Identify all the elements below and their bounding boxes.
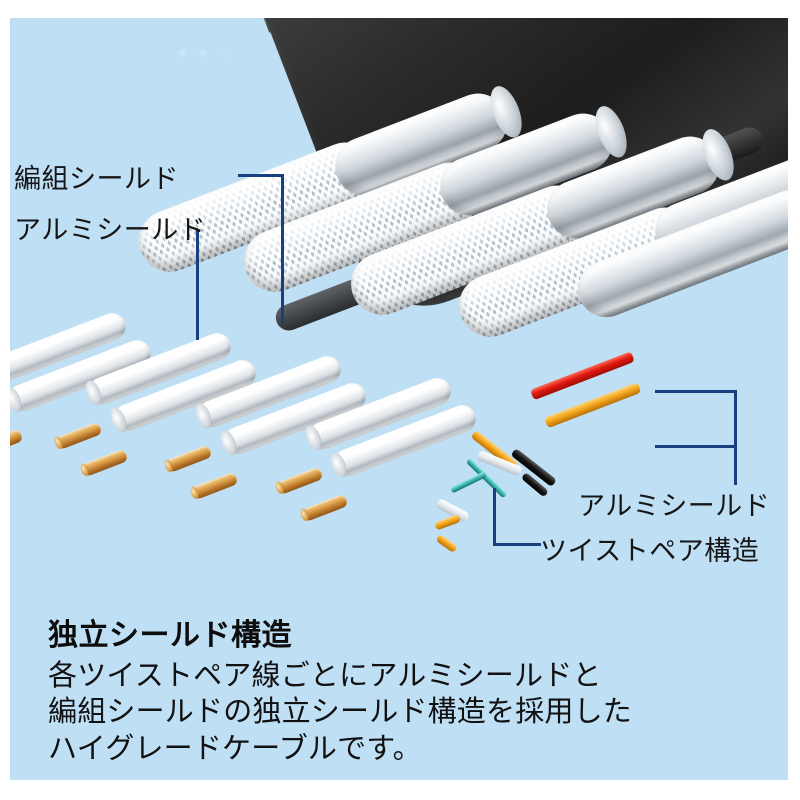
caption-block: 独立シールド構造 各ツイストペア線ごとにアルミシールドと 編組シールドの独立シー… [48, 618, 788, 767]
leader-braided-shield-vertical [281, 174, 284, 324]
caption-heading: 独立シールド構造 [48, 618, 292, 653]
callout-label-aluminum-shield-left: アルミシールド [14, 215, 207, 246]
leader-aluminum-shield-right-horizontal [655, 390, 737, 393]
caption-line: 各ツイストペア線ごとにアルミシールドと [48, 657, 602, 692]
leader-braided-shield-horizontal [238, 174, 284, 177]
copper-conductor [10, 428, 24, 458]
leader-aluminum-shield-right-horizontal-2 [655, 445, 737, 448]
caption-line: ハイグレードケーブルです。 [48, 731, 422, 766]
leader-aluminum-shield-right-vertical [734, 390, 737, 485]
cable-cutaway-illustration [10, 18, 788, 608]
caption-body: 各ツイストペア線ごとにアルミシールドと 編組シールドの独立シールド構造を採用した… [48, 657, 788, 767]
twisted-pair-wire-orange-3 [434, 514, 462, 531]
leader-twisted-pair-vertical [493, 488, 496, 546]
leader-twisted-pair-horizontal [493, 543, 541, 546]
leader-aluminum-shield-left-vertical [196, 230, 199, 340]
twisted-pair-wire-orange-4 [435, 534, 459, 554]
twisted-pair-wire-cyan-2 [450, 471, 487, 494]
watermark [175, 46, 245, 60]
callout-label-twisted-pair: ツイストペア構造 [540, 536, 760, 567]
caption-line: 編組シールドの独立シールド構造を採用した [48, 694, 633, 729]
callout-label-aluminum-shield-right: アルミシールド [578, 491, 771, 522]
callout-label-braided-shield: 編組シールド [14, 164, 179, 195]
product-illustration-panel: 編組シールド アルミシールド アルミシールド ツイストペア構造 独立シールド構造… [10, 18, 788, 780]
